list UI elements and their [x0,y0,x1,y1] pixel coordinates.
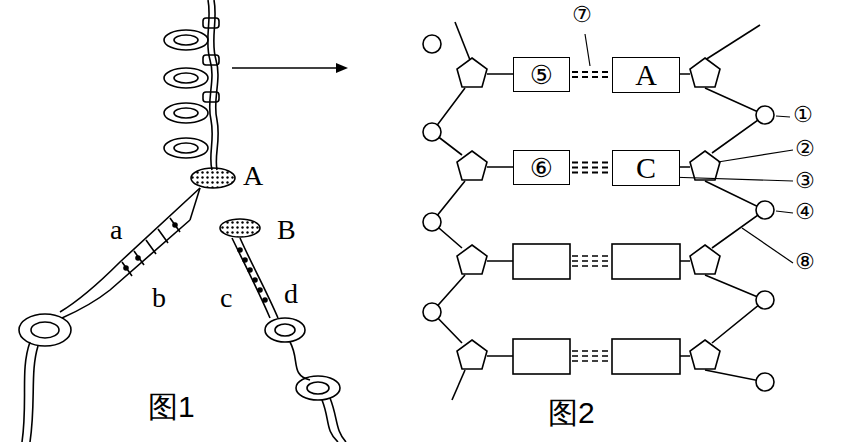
base-label: ⑥ [530,155,553,181]
callout-number: ③ [795,170,815,192]
part-label: A [243,162,263,190]
hydrogen-bond [572,163,610,173]
part-label: c [220,284,232,312]
figure-caption: 图1 [148,392,195,422]
part-label: d [284,280,298,308]
base-label: ⑤ [530,62,553,88]
pointer-arrow [232,67,338,69]
base-box: A [612,57,680,93]
callout-number: ⑧ [795,251,815,273]
base-box: ⑥ [513,150,570,185]
part-label: B [277,216,296,244]
callout-number: ⑦ [572,4,592,26]
callout-number: ④ [795,201,815,223]
base-label: C [636,153,656,183]
arrow-head [336,63,348,73]
base-box: C [612,150,680,186]
callout-number: ① [793,104,813,126]
dna-replication-fork [19,0,346,442]
base-box: ⑤ [513,57,570,92]
dna-double-helix-structure [423,22,793,400]
figure-caption: 图2 [548,398,595,428]
hydrogen-bond [572,72,610,77]
callout-number: ② [795,138,815,160]
base-label: A [635,60,657,90]
part-label: b [152,284,166,312]
part-label: a [110,216,122,244]
